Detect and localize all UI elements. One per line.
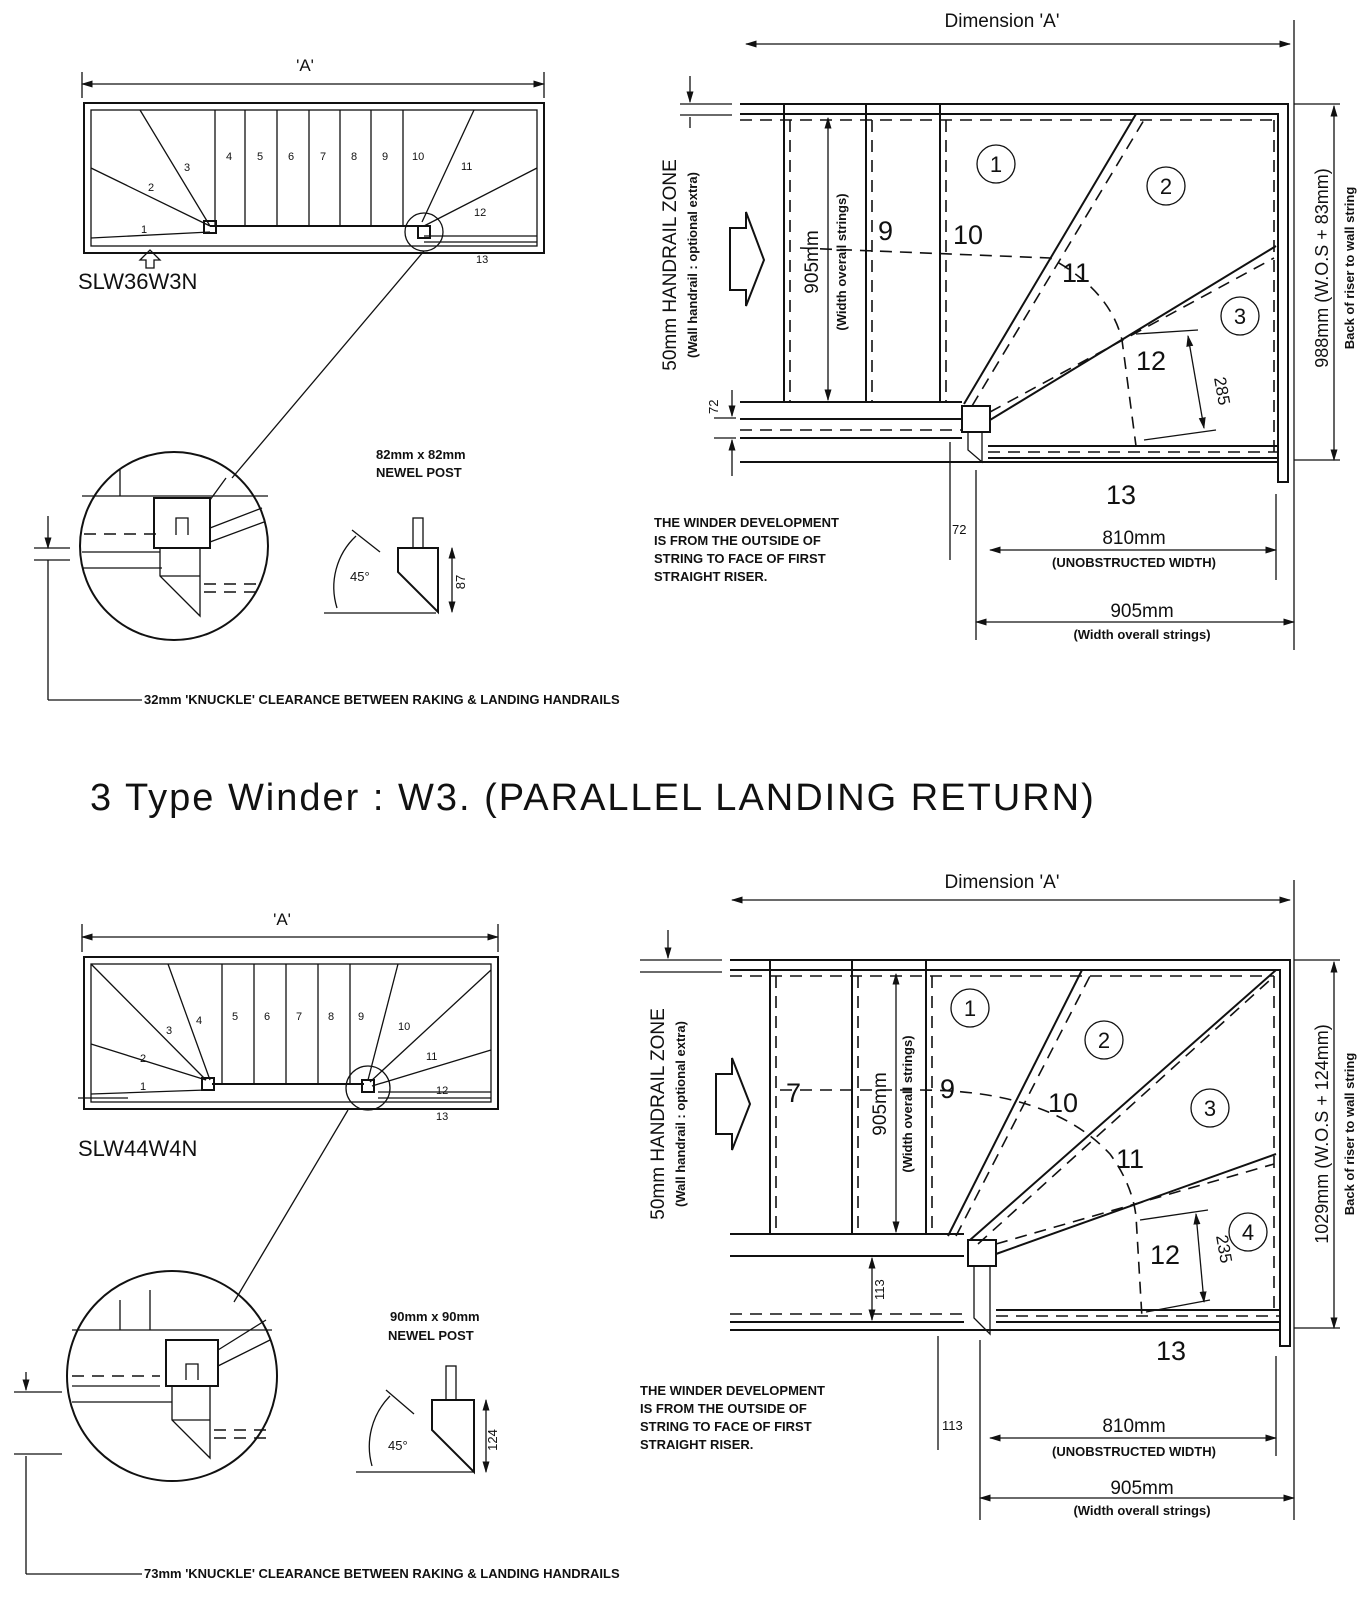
svg-text:10: 10 bbox=[1048, 1088, 1078, 1118]
bottom-newel-detail: 90mm x 90mm NEWEL POST 45° 124 bbox=[356, 1309, 500, 1475]
plan-newel-left bbox=[203, 220, 217, 234]
plan-newel-right bbox=[417, 225, 431, 239]
svg-text:THE WINDER DEVELOPMENT: THE WINDER DEVELOPMENT bbox=[640, 1383, 825, 1398]
svg-text:IS FROM THE OUTSIDE OF: IS FROM THE OUTSIDE OF bbox=[654, 533, 821, 548]
knuckle-note: 32mm 'KNUCKLE' CLEARANCE BETWEEN RAKING … bbox=[144, 692, 620, 707]
svg-text:STRING TO FACE OF FIRST: STRING TO FACE OF FIRST bbox=[640, 1419, 812, 1434]
handrail-zone-sub: (Wall handrail : optional extra) bbox=[673, 1021, 688, 1207]
bottom-small-plan: 'A' bbox=[78, 910, 500, 1303]
svg-text:IS FROM THE OUTSIDE OF: IS FROM THE OUTSIDE OF bbox=[640, 1401, 807, 1416]
tread-numbers: 9 10 11 12 13 bbox=[878, 216, 1166, 510]
page-title: 3 Type Winder : W3. (PARALLEL LANDING RE… bbox=[90, 777, 1096, 819]
wos-sub: (Width overall strings) bbox=[1073, 627, 1210, 642]
svg-text:STRAIGHT RISER.: STRAIGHT RISER. bbox=[654, 569, 767, 584]
newel-post-label: NEWEL POST bbox=[388, 1328, 474, 1343]
svg-text:12: 12 bbox=[1136, 346, 1166, 376]
newel-height: 124 bbox=[485, 1429, 500, 1451]
svg-text:12: 12 bbox=[1150, 1240, 1180, 1270]
knuckle-note: 73mm 'KNUCKLE' CLEARANCE BETWEEN RAKING … bbox=[144, 1566, 620, 1581]
dim-72-horizontal: 72 bbox=[952, 522, 966, 537]
svg-text:4: 4 bbox=[1242, 1220, 1254, 1245]
top-newel-detail: 82mm x 82mm NEWEL POST 45° 87 bbox=[324, 447, 468, 615]
direction-arrow-large bbox=[729, 211, 766, 307]
dimension-a-label: Dimension 'A' bbox=[945, 11, 1060, 32]
plan-step-numbers: 1 2 3 4 5 6 7 8 9 10 11 12 13 bbox=[141, 151, 489, 266]
back-of-riser-label: Back of riser to wall string bbox=[1342, 1053, 1357, 1216]
dim-113-horizontal: 113 bbox=[942, 1418, 963, 1433]
svg-text:1: 1 bbox=[990, 152, 1002, 177]
svg-text:9: 9 bbox=[878, 216, 893, 246]
handrail-zone-label: 50mm HANDRAIL ZONE bbox=[660, 159, 681, 371]
winder-circles: 1 2 3 bbox=[976, 144, 1260, 336]
svg-text:10: 10 bbox=[953, 220, 983, 250]
unobstructed-width: 810mm bbox=[1102, 528, 1165, 549]
plan-risers bbox=[90, 109, 538, 243]
angle-label: 45° bbox=[388, 1438, 408, 1453]
direction-arrow-large bbox=[715, 1057, 752, 1151]
svg-text:2: 2 bbox=[1160, 174, 1172, 199]
width-905-sub: (Width overall strings) bbox=[900, 1035, 915, 1172]
wos-sub: (Width overall strings) bbox=[1073, 1503, 1210, 1518]
wos-width: 905mm bbox=[1110, 601, 1173, 622]
model-code: SLW44W4N bbox=[78, 1136, 197, 1161]
plan-outline bbox=[83, 102, 545, 254]
newel-size-label: 82mm x 82mm bbox=[376, 447, 466, 462]
unobstructed-sub: (UNOBSTRUCTED WIDTH) bbox=[1052, 555, 1216, 570]
newel-post-label: NEWEL POST bbox=[376, 465, 462, 480]
dimension-a-label: Dimension 'A' bbox=[945, 872, 1060, 893]
winder-circles: 1 2 3 4 bbox=[950, 988, 1268, 1252]
top-large-plan: Dimension 'A' bbox=[654, 11, 1357, 650]
top-small-plan: 'A' bbox=[78, 56, 546, 479]
width-905-label: 905mm bbox=[870, 1072, 891, 1135]
detail-leader-line bbox=[231, 250, 425, 479]
wos-width: 905mm bbox=[1110, 1478, 1173, 1499]
bottom-large-plan: Dimension 'A' bbox=[640, 872, 1357, 1520]
model-code: SLW36W3N bbox=[78, 269, 197, 294]
dim-113-vertical: 113 bbox=[872, 1279, 887, 1300]
dim-285: 285 bbox=[1210, 375, 1234, 406]
handrail-zone-sub: (Wall handrail : optional extra) bbox=[685, 172, 700, 358]
svg-text:1: 1 bbox=[964, 996, 976, 1021]
top-section: 'A' bbox=[34, 11, 1357, 707]
svg-text:7: 7 bbox=[786, 1078, 801, 1108]
dim-a-label: 'A' bbox=[273, 910, 291, 929]
svg-text:11: 11 bbox=[1116, 1144, 1144, 1174]
svg-text:3: 3 bbox=[1204, 1096, 1216, 1121]
newel-height: 87 bbox=[453, 575, 468, 589]
svg-text:13: 13 bbox=[1156, 1336, 1186, 1366]
svg-text:11: 11 bbox=[1062, 258, 1090, 288]
svg-text:STRAIGHT RISER.: STRAIGHT RISER. bbox=[640, 1437, 753, 1452]
back-of-riser-label: Back of riser to wall string bbox=[1342, 187, 1357, 350]
bottom-detail-circle: 73mm 'KNUCKLE' CLEARANCE BETWEEN RAKING … bbox=[14, 1270, 620, 1581]
top-detail-circle: 32mm 'KNUCKLE' CLEARANCE BETWEEN RAKING … bbox=[34, 451, 620, 707]
tread-numbers: 7 9 10 11 12 13 bbox=[786, 1074, 1186, 1366]
svg-text:1 2 3: 1 2 3 4 5 6 7 8 9 10 11 12 13 bbox=[140, 1011, 451, 1123]
dim-72-vertical: 72 bbox=[706, 400, 721, 414]
svg-text:2: 2 bbox=[1098, 1028, 1110, 1053]
winder-note: THE WINDER DEVELOPMENT IS FROM THE OUTSI… bbox=[654, 515, 839, 584]
overall-988-label: 988mm (W.O.S + 83mm) bbox=[1312, 168, 1332, 368]
unobstructed-sub: (UNOBSTRUCTED WIDTH) bbox=[1052, 1444, 1216, 1459]
winder-note: THE WINDER DEVELOPMENT IS FROM THE OUTSI… bbox=[640, 1383, 825, 1452]
newel-size-label: 90mm x 90mm bbox=[390, 1309, 480, 1324]
width-905-sub: (Width overall strings) bbox=[834, 193, 849, 330]
bottom-section: 'A' bbox=[14, 872, 1357, 1581]
overall-1029-label: 1029mm (W.O.S + 124mm) bbox=[1312, 1024, 1332, 1244]
handrail-zone-label: 50mm HANDRAIL ZONE bbox=[648, 1008, 669, 1220]
svg-text:13: 13 bbox=[1106, 480, 1136, 510]
svg-text:9: 9 bbox=[940, 1074, 955, 1104]
svg-text:3: 3 bbox=[1234, 304, 1246, 329]
direction-arrow bbox=[138, 249, 162, 269]
angle-label: 45° bbox=[350, 569, 370, 584]
plan-inner-outline bbox=[90, 109, 538, 247]
svg-text:STRING TO FACE OF FIRST: STRING TO FACE OF FIRST bbox=[654, 551, 826, 566]
dim-235: 235 bbox=[1212, 1233, 1236, 1264]
width-905-label: 905mm bbox=[802, 230, 823, 293]
svg-text:THE WINDER DEVELOPMENT: THE WINDER DEVELOPMENT bbox=[654, 515, 839, 530]
unobstructed-width: 810mm bbox=[1102, 1416, 1165, 1437]
dim-a-label: 'A' bbox=[296, 56, 314, 75]
